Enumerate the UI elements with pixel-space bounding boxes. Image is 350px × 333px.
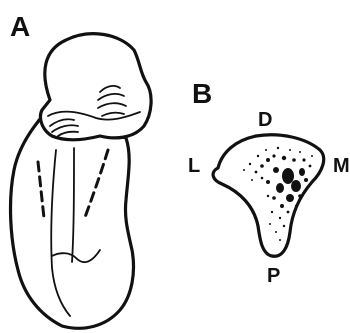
panel-a-letter: A — [10, 11, 30, 42]
bone-lateral-view-drawing — [11, 34, 152, 329]
label-plantar: P — [267, 265, 280, 287]
panel-b-letter: B — [192, 78, 212, 109]
bone-shaft-outline — [11, 112, 134, 328]
panel-a: A — [10, 11, 151, 328]
label-dorsal: D — [258, 109, 272, 131]
bone-head-outline — [40, 34, 151, 140]
label-lateral: L — [188, 155, 200, 177]
panel-b: B D L M P — [188, 78, 350, 287]
label-medial: M — [333, 155, 350, 177]
